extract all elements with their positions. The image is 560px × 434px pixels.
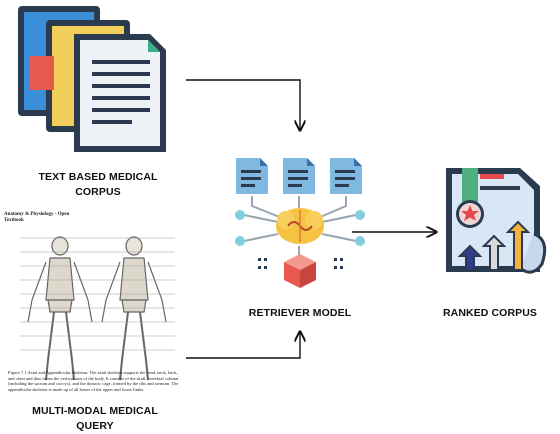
query-image-title: Anatomy & Physiology - Open Textbook: [4, 212, 70, 223]
arrow-corpus-to-retriever: [186, 79, 300, 130]
up-arrow-icon: [457, 244, 483, 271]
retriever-doc-icon: [330, 158, 362, 194]
query-label-line2: QUERY: [76, 420, 114, 432]
retriever-doc-icon: [283, 158, 315, 194]
retriever-model-label: RETRIEVER MODEL: [248, 307, 352, 319]
query-label-line1: MULTI-MODAL MEDICAL: [32, 405, 158, 417]
retriever-model-icon: [235, 158, 365, 288]
cube-icon: [284, 254, 316, 288]
up-arrow-icon: [505, 220, 531, 271]
ranked-corpus-label: RANKED CORPUS: [442, 307, 538, 319]
query-label: MULTI-MODAL MEDICAL QUERY: [10, 404, 180, 434]
text-corpus-label-line1: TEXT BASED MEDICAL: [38, 171, 158, 183]
ranked-corpus-icon: [446, 168, 547, 274]
text-corpus-label: TEXT BASED MEDICAL CORPUS: [18, 170, 178, 200]
retriever-doc-icon: [236, 158, 268, 194]
skeleton-illustration: [20, 236, 175, 381]
text-corpus-label-line2: CORPUS: [75, 186, 121, 198]
brain-icon: [276, 208, 324, 244]
query-image-caption: Figure 7.1 Axial and Appendicular Skelet…: [8, 370, 179, 392]
arrow-query-to-retriever: [186, 332, 300, 359]
star-icon: [461, 205, 479, 221]
document-stack-icon: [18, 6, 166, 152]
up-arrow-icon: [481, 234, 507, 271]
